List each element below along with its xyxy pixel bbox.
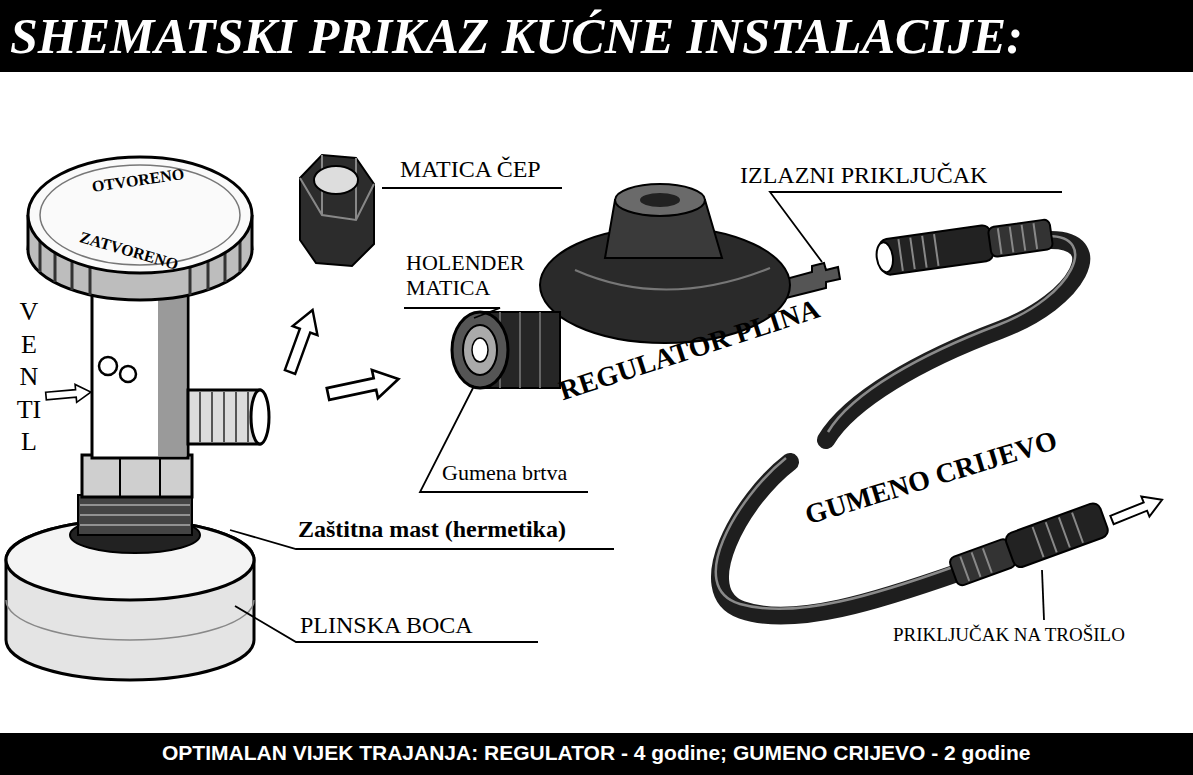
pointer-arrow (325, 365, 401, 408)
part-label: Zaštitna mast (hermetika) (298, 516, 566, 544)
pointer-arrow (278, 305, 325, 376)
part-label: Gumena brtva (442, 460, 567, 485)
part-label: PLINSKA BOCA (300, 612, 473, 640)
part-label: HOLENDER MATICA (406, 250, 556, 301)
part-label: IZLAZNI PRIKLJUČAK (740, 162, 987, 190)
part-label: PRIKLJUČAK NA TROŠILO (893, 624, 1125, 646)
cap-nut (300, 155, 374, 266)
title: SHEMATSKI PRIKAZ KUĆNE INSTALACIJE: (10, 8, 1023, 66)
caption-band (0, 733, 1193, 775)
part-label: GUMENO CRIJEVO (801, 424, 1061, 531)
vertical-part-label: VENTIL (16, 296, 42, 459)
title-band (0, 0, 1193, 72)
valve (28, 157, 269, 553)
leader-lines (230, 188, 1062, 642)
rubber-hose (716, 216, 1110, 616)
caption: OPTIMALAN VIJEK TRAJANJA: REGULATOR - 4 … (162, 741, 1030, 765)
pointer-arrow (45, 383, 91, 405)
part-label: MATICA ČEP (400, 156, 541, 184)
pointer-arrow (1108, 490, 1166, 530)
